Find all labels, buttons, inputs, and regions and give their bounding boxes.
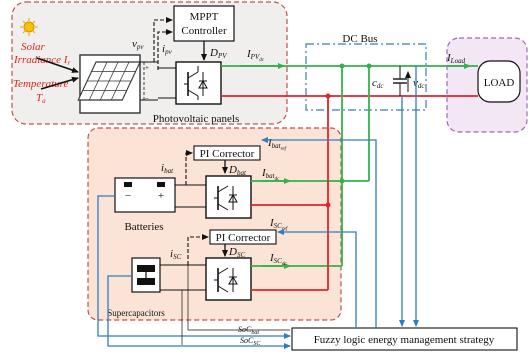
temperature-label: Temperature [13,78,69,90]
pv-converter-icon [175,61,222,105]
temperature-arrow [40,76,79,90]
svg-text:−: − [125,190,131,202]
i-batref-label: Ibatref [267,137,287,152]
sc-pi-label: PI Corrector [216,232,271,244]
supercapacitor-icon [131,257,161,293]
i-pv-label: ipv [162,43,173,56]
i-sc-label: iSC [170,248,182,261]
dc-bus-title: DC Bus [342,33,377,45]
battery-pi-label: PI Corrector [200,148,255,160]
svg-text:+: + [158,190,164,202]
svg-text:−: − [145,95,149,103]
i-scref-label: ISCref [269,217,288,232]
load-box [477,60,521,103]
d-sc-label: DSC [228,246,245,259]
sc-pi-corrector [209,229,277,245]
pv-panel-caption: Photovoltaic panels [153,113,239,125]
v-dc-label: vdc [413,77,425,90]
irradiance-label: Irradiance Ir [13,54,70,67]
soc-bat-label: SoCbat [238,325,259,336]
load-label: LOAD [484,77,515,89]
supercapacitor-caption: Supercapacitors [107,308,165,318]
svg-text:+: + [145,64,149,72]
i-load-label: ILoad [446,52,466,65]
solar-label: Solar [21,41,46,53]
soc-sc-label: SoCSC [240,336,261,347]
i-batdc-label: Ibatdc [261,167,280,182]
sc-converter-icon [205,257,252,301]
sun-icon [20,18,38,36]
d-bat-label: Dbat [228,164,247,177]
v-pv-label: vpv [132,38,144,51]
pv-panel-icon [77,54,141,114]
battery-pi-corrector [193,145,261,161]
dc-bus-frame [305,43,427,111]
fuzzy-strategy-label: Fuzzy logic energy management strategy [314,334,495,346]
i-pvdc-label: IPVdc [246,48,265,63]
ta-label: Ta [36,92,46,105]
battery-converter-icon [205,175,252,219]
battery-caption: Batteries [124,221,163,233]
c-dc-label: cdc [372,77,384,90]
fuzzy-strategy-box [291,327,518,351]
irradiance-arrow [36,57,79,73]
d-pv-label: DPV [209,47,227,60]
mppt-line1: MPPT [190,11,219,23]
battery-icon: − + [114,177,176,213]
i-bat-label: ibat [161,162,174,175]
i-scdc-label: ISCdc [269,252,287,267]
mppt-line2: Controller [181,25,227,37]
